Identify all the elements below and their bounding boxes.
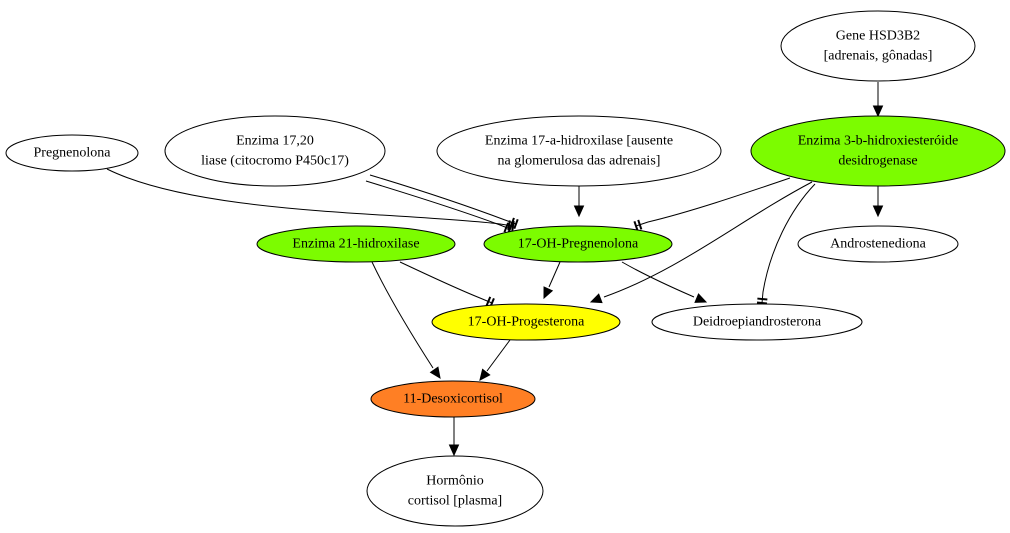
edge-17oh-preg-to-17oh-prog xyxy=(543,261,561,300)
edge-17-20-to-17oh-preg-b xyxy=(365,180,513,235)
arrowhead-icon xyxy=(589,293,603,304)
node-label: Androstenediona xyxy=(830,237,926,252)
node-ellipse xyxy=(651,303,863,341)
tee-bar-icon xyxy=(485,296,492,307)
arrowhead-icon xyxy=(872,105,884,118)
deidroepiandrosterona-node: Deidroepiandrosterona xyxy=(651,303,863,341)
tee-bar-icon xyxy=(756,301,768,305)
edge-11-desoxicortisol-to-cortisol xyxy=(448,417,460,457)
node-ellipse xyxy=(5,134,139,172)
edge-17a-to-17oh-preg xyxy=(573,186,585,218)
tee-bar-icon xyxy=(513,218,519,230)
edge-21-to-11-desoxicortisol xyxy=(371,261,441,379)
node-label: Enzima 3-b-hidroxiesteróide xyxy=(798,134,959,149)
node-label: [adrenais, gônadas] xyxy=(824,49,933,64)
node-label: Enzima 21-hidroxilase xyxy=(292,237,419,252)
enzima-17a-hidroxilase-node: Enzima 17-a-hidroxilase [ausente na glome… xyxy=(436,115,722,187)
arrowhead-icon xyxy=(872,205,884,218)
node-ellipse xyxy=(256,225,456,263)
edge-line xyxy=(371,261,434,369)
tee-bar-icon xyxy=(757,297,768,301)
node-label: cortisol [plasma] xyxy=(408,494,502,509)
edge-line xyxy=(761,183,816,304)
arrowhead-icon xyxy=(479,368,491,381)
edge-line xyxy=(603,181,813,298)
node-ellipse xyxy=(750,115,1006,187)
edge-line xyxy=(621,261,695,298)
edge-3b-to-androstenediona xyxy=(872,186,884,218)
enzima-21-hidroxilase-node: Enzima 21-hidroxilase xyxy=(256,225,456,263)
gene-hsd3b2-node: Gene HSD3B2 [adrenais, gônadas] xyxy=(780,10,976,82)
tee-bar-icon xyxy=(637,219,643,230)
edge-line xyxy=(635,177,791,227)
edge-line xyxy=(548,261,561,288)
node-ellipse xyxy=(780,10,976,82)
node-ellipse xyxy=(797,225,959,263)
arrowhead-icon xyxy=(573,205,585,218)
node-label: Enzima 17,20 xyxy=(236,134,314,149)
edge-line xyxy=(106,168,514,227)
hormonio-cortisol-node: Hormônio cortisol [plasma] xyxy=(366,455,544,527)
node-label: Hormônio xyxy=(426,474,484,489)
enzima-17-20-liase-node: Enzima 17,20 liase (citocromo P450c17) xyxy=(164,115,386,187)
edge-21-to-17oh-prog xyxy=(399,261,495,309)
edge-line xyxy=(486,339,511,372)
node-ellipse xyxy=(431,303,621,341)
edge-3b-to-17oh-prog xyxy=(589,181,813,304)
nodes-layer: Gene HSD3B2 [adrenais, gônadas] Pregnenolo… xyxy=(5,10,1006,527)
edge-3b-to-dhea xyxy=(756,183,816,305)
node-label: liase (citocromo P450c17) xyxy=(201,154,349,169)
node-ellipse xyxy=(436,115,722,187)
11-desoxicortisol-node: 11-Desoxicortisol xyxy=(370,380,536,418)
edge-17oh-preg-to-dhea xyxy=(621,261,708,303)
node-ellipse xyxy=(483,225,673,263)
edge-gene-to-3b xyxy=(872,82,884,118)
edge-17oh-prog-to-11-desoxicortisol xyxy=(479,339,511,381)
node-label: Enzima 17-a-hidroxilase [ausente xyxy=(485,134,673,149)
node-label: desidrogenase xyxy=(838,154,917,169)
node-label: 17-OH-Progesterona xyxy=(468,315,585,330)
node-label: 11-Desoxicortisol xyxy=(403,392,503,407)
node-label: na glomerulosa das adrenais] xyxy=(498,154,661,169)
node-ellipse xyxy=(370,380,536,418)
androstenediona-node: Androstenediona xyxy=(797,225,959,263)
17-oh-progesterona-node: 17-OH-Progesterona xyxy=(431,303,621,341)
node-label: Deidroepiandrosterona xyxy=(693,315,822,330)
node-label: 17-OH-Pregnenolona xyxy=(518,237,639,252)
arrowhead-icon xyxy=(543,286,554,300)
node-label: Gene HSD3B2 xyxy=(836,29,920,44)
node-ellipse xyxy=(366,455,544,527)
arrowhead-icon xyxy=(429,366,441,379)
edges-layer xyxy=(106,82,884,457)
enzima-3b-hidroxiesteroide-node: Enzima 3-b-hidroxiesteróide desidrogenase xyxy=(750,115,1006,187)
edge-3b-to-17oh-preg xyxy=(633,177,791,232)
17-oh-pregnenolona-node: 17-OH-Pregnenolona xyxy=(483,225,673,263)
node-ellipse xyxy=(164,115,386,187)
node-label: Pregnenolona xyxy=(34,146,112,161)
tee-bar-icon xyxy=(633,220,639,232)
arrowhead-icon xyxy=(448,444,460,457)
tee-bar-icon xyxy=(503,222,510,233)
edge-17-20-to-17oh-preg-a xyxy=(369,174,519,230)
edge-line xyxy=(399,261,493,304)
arrowhead-icon xyxy=(694,293,708,303)
edge-line xyxy=(365,180,511,230)
pregnenolona-node: Pregnenolona xyxy=(5,134,139,172)
edge-line xyxy=(369,174,517,225)
